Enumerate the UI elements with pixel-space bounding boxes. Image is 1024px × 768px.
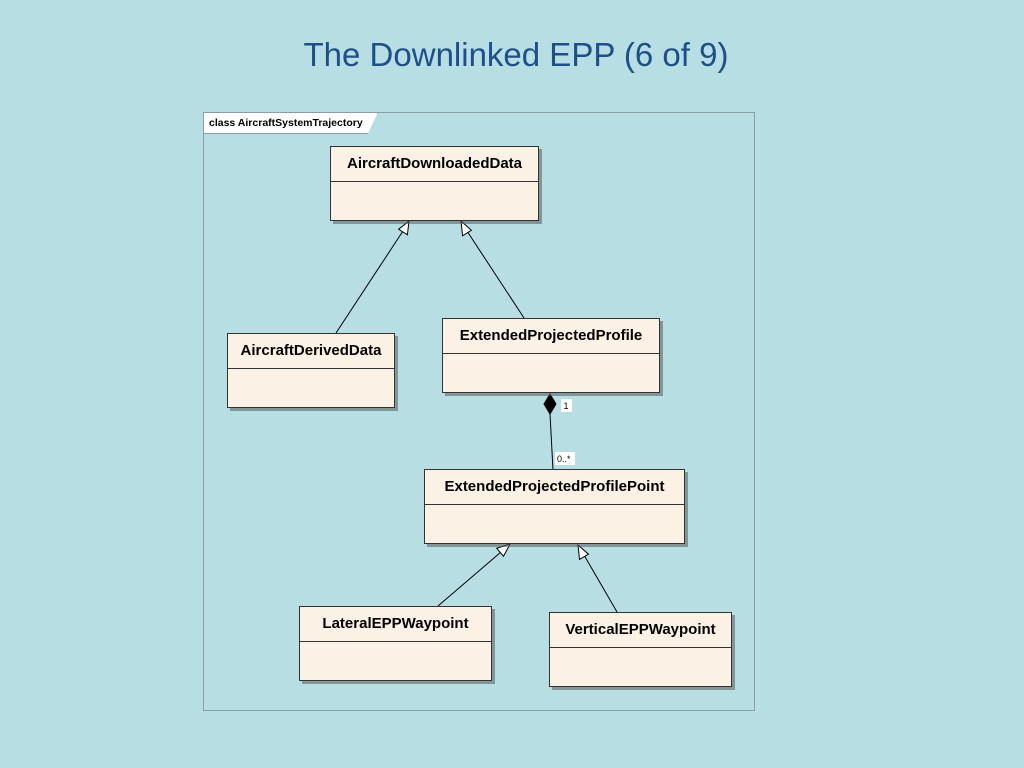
generalization-arrowhead-profile — [460, 219, 473, 237]
class-name: LateralEPPWaypoint — [300, 607, 491, 642]
class-name: AircraftDerivedData — [228, 334, 394, 369]
generalization-line-vertical[interactable] — [583, 554, 618, 613]
class-name: ExtendedProjectedProfilePoint — [425, 470, 684, 505]
multiplicity-whole: 1 — [564, 401, 569, 411]
multiplicity-part-bg — [555, 452, 575, 465]
generalization-arrowhead-lateral — [495, 543, 512, 558]
class-name: AircraftDownloadedData — [331, 147, 538, 182]
generalization-arrowhead-derived — [397, 219, 410, 236]
composition-line[interactable] — [549, 413, 554, 471]
generalization-line-profile[interactable] — [466, 230, 525, 319]
class-name: ExtendedProjectedProfile — [443, 319, 659, 354]
generalization-line-derived[interactable] — [335, 230, 404, 334]
diagram-frame: class AircraftSystemTrajectory — [203, 112, 755, 711]
slide-title: The Downlinked EPP (6 of 9) — [303, 36, 729, 73]
multiplicity-whole-bg — [561, 399, 572, 412]
class-extended-projected-profile[interactable]: ExtendedProjectedProfile — [442, 318, 660, 393]
class-name: VerticalEPPWaypoint — [550, 613, 731, 648]
generalization-arrowhead-vertical — [577, 543, 590, 561]
generalization-line-lateral[interactable] — [437, 551, 502, 607]
multiplicity-part: 0..* — [557, 454, 571, 464]
diagram-frame-label: class AircraftSystemTrajectory — [204, 113, 378, 134]
class-lateral-epp-waypoint[interactable]: LateralEPPWaypoint — [299, 606, 492, 681]
composition-diamond — [543, 393, 557, 415]
class-aircraft-downloaded-data[interactable]: AircraftDownloadedData — [330, 146, 539, 221]
class-extended-projected-profile-point[interactable]: ExtendedProjectedProfilePoint — [424, 469, 685, 544]
class-vertical-epp-waypoint[interactable]: VerticalEPPWaypoint — [549, 612, 732, 687]
class-aircraft-derived-data[interactable]: AircraftDerivedData — [227, 333, 395, 408]
